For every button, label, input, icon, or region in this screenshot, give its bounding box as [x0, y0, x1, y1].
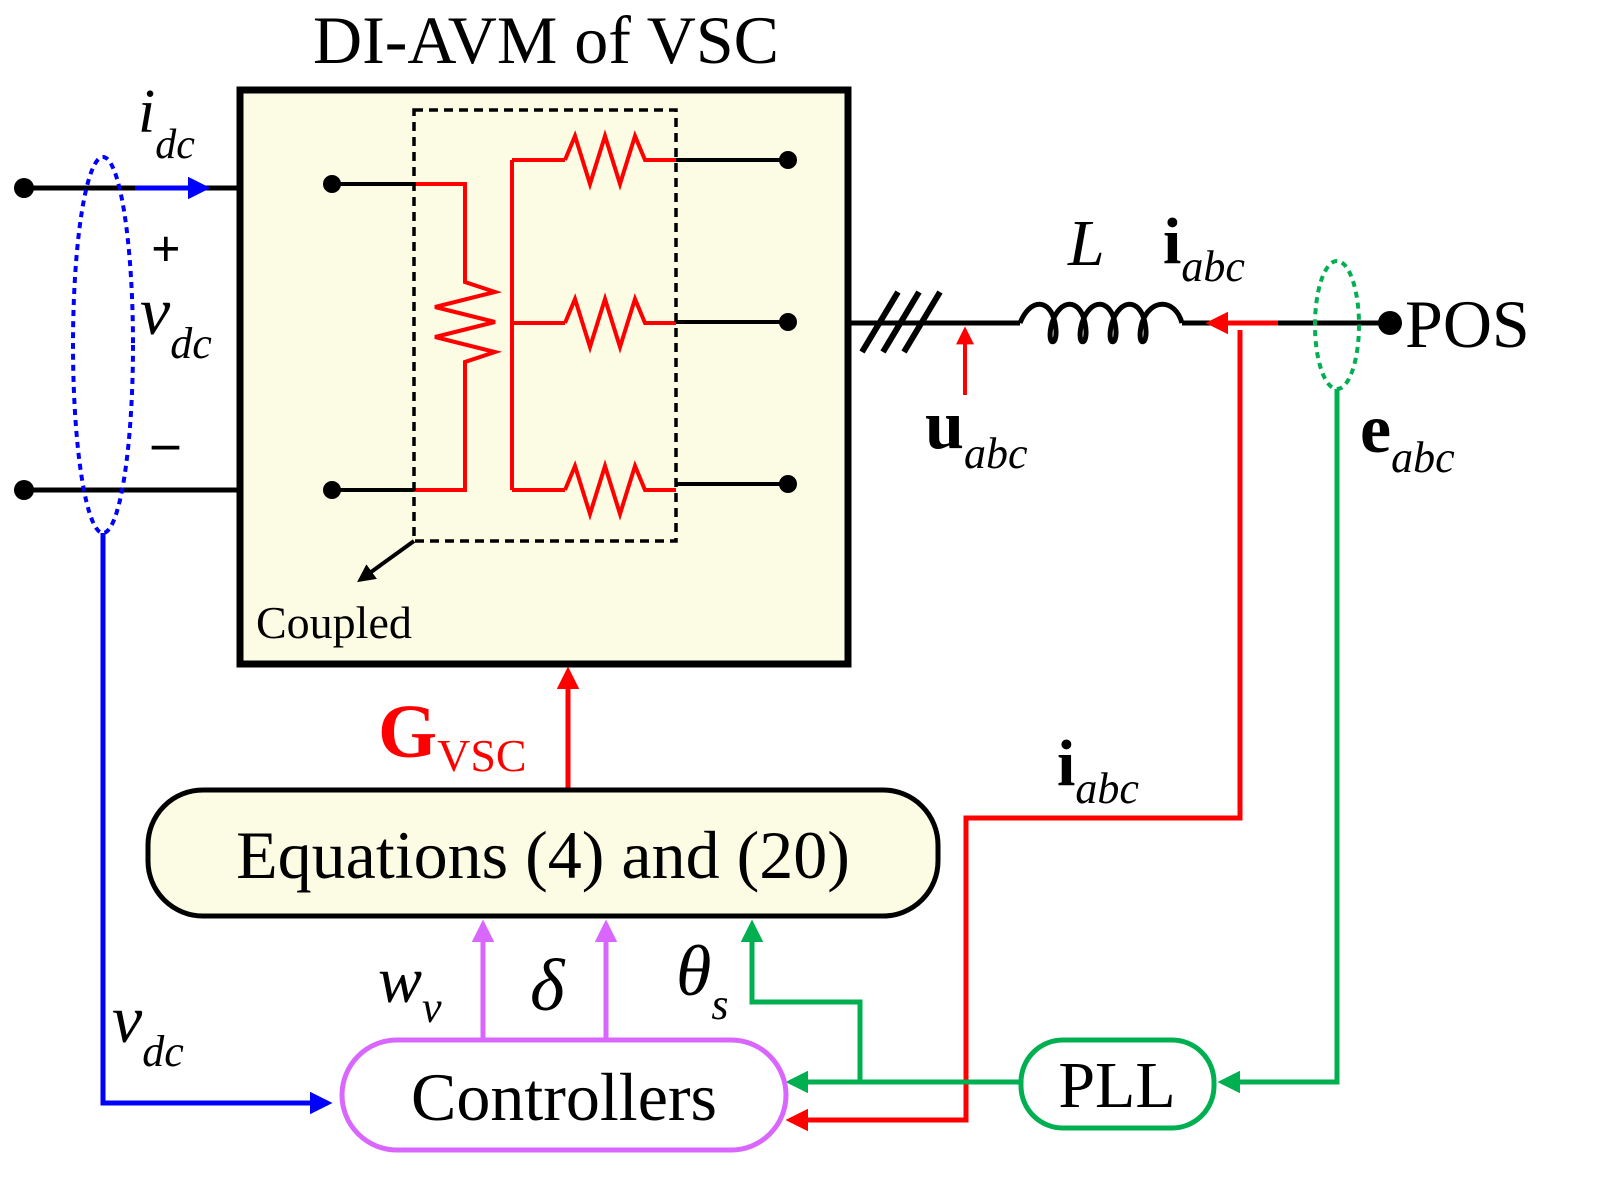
coupled-label: Coupled — [256, 597, 412, 648]
di-avm-block: DI-AVM of VSC Coupled — [236, 2, 852, 668]
inductor-label: L — [1067, 207, 1105, 280]
phase-b-resistor — [563, 292, 676, 354]
idc-label: idc — [138, 78, 195, 168]
vdc-label: vdc — [140, 273, 212, 368]
iabc-top-label: iabc — [1163, 205, 1245, 291]
pll-block-label: PLL — [1058, 1049, 1175, 1122]
coupled-pointer-arrow — [357, 539, 416, 583]
vdc-feedback-line — [100, 533, 333, 1115]
equations-block-label: Equations (4) and (20) — [236, 817, 850, 893]
theta-s-line — [740, 919, 863, 1082]
equations-block — [145, 787, 941, 919]
iabc-feedback-line — [785, 330, 1243, 1132]
minus-sign: – — [151, 412, 180, 472]
vdc-measurement-ellipse — [71, 155, 135, 535]
controllers-block — [339, 1037, 789, 1153]
plus-sign: + — [151, 221, 181, 278]
coupled-region-dashed-box — [412, 108, 678, 543]
dc-positive-terminal — [14, 178, 34, 198]
diagram-title: DI-AVM of VSC — [313, 2, 779, 78]
wv-label: wv — [378, 944, 442, 1032]
internal-dc-pos-node — [323, 175, 341, 193]
theta-s-label: θs — [676, 931, 729, 1029]
eabc-to-pll-line — [1217, 389, 1340, 1094]
iabc-feedback-label: iabc — [1057, 727, 1139, 813]
eabc-label: eabc — [1360, 391, 1455, 482]
pos-terminal — [1378, 311, 1402, 335]
inductor-coil — [1017, 301, 1185, 345]
three-phase-marker — [859, 290, 943, 354]
gvsc-label: GVSC — [378, 690, 527, 781]
phase-a-node — [779, 151, 797, 169]
phase-c-resistor — [563, 459, 676, 521]
phase-b-node — [779, 313, 797, 331]
internal-dc-neg-node — [323, 481, 341, 499]
pos-label: POS — [1405, 286, 1530, 362]
coupled-resistor-network — [414, 129, 676, 521]
vdc-feedback-label: vdc — [112, 981, 184, 1076]
phase-c-node — [779, 475, 797, 493]
uabc-label: uabc — [925, 387, 1028, 478]
dc-side: idc + vdc – vdc — [14, 78, 333, 1115]
phase-a-resistor — [563, 129, 676, 191]
controllers-block-label: Controllers — [411, 1059, 717, 1135]
dc-equivalent-resistor — [414, 182, 503, 492]
delta-label: δ — [530, 945, 566, 1027]
control-path: GVSC Equations (4) and (20) iabc PLL Con… — [145, 330, 1340, 1153]
ac-side: L iabc POS uabc eabc — [848, 205, 1530, 482]
dc-negative-terminal — [14, 480, 34, 500]
